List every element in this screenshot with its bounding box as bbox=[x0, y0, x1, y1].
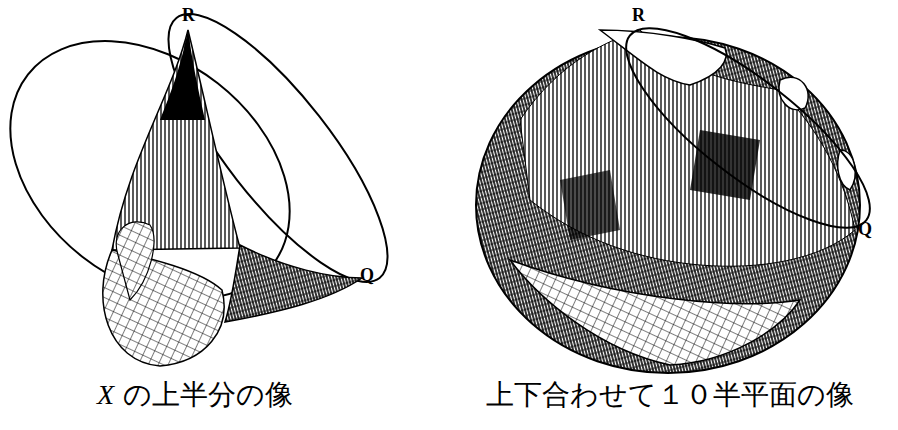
right-figure bbox=[476, 0, 896, 373]
caption: X の上半分の像 bbox=[97, 380, 293, 411]
point-label: Q bbox=[360, 266, 374, 284]
left-figure bbox=[0, 0, 421, 366]
caption: 上下合わせて１０半平面の像 bbox=[486, 380, 854, 411]
point-label: R bbox=[632, 6, 645, 24]
point-label: R bbox=[182, 6, 195, 24]
point-label: Q bbox=[858, 220, 872, 238]
